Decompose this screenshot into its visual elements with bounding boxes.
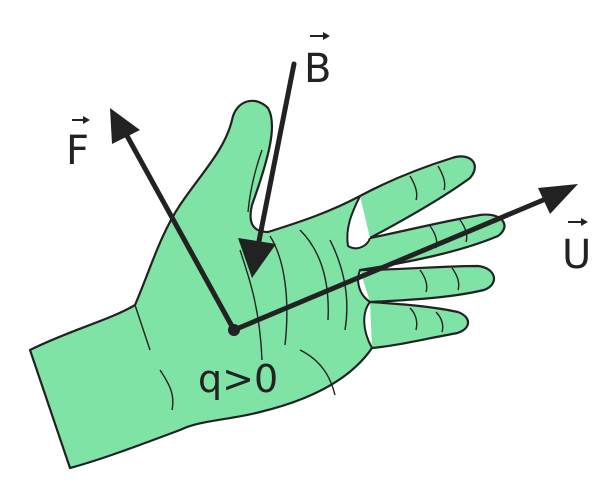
f-vector-arrow — [110, 108, 237, 333]
u-vector-arrow — [231, 184, 578, 333]
b-vector-arrow — [238, 61, 297, 278]
hand-creases — [134, 149, 468, 411]
charge-point — [228, 324, 240, 336]
f-vector-label: F — [66, 128, 89, 174]
f-vector-label-group: F — [66, 116, 90, 174]
finger-gap-3 — [363, 301, 373, 349]
b-vector-label-group: B — [304, 32, 331, 92]
vector-labels: B F U q>0 — [66, 32, 591, 401]
finger-gap-1 — [346, 195, 371, 250]
b-vector-label: B — [304, 46, 331, 92]
hand-palm — [28, 99, 506, 470]
vector-arrows — [110, 61, 578, 336]
u-vector-label: U — [562, 232, 591, 278]
u-vector-label-group: U — [562, 218, 591, 278]
charge-label: q>0 — [198, 357, 278, 401]
hand-illustration — [28, 99, 506, 470]
